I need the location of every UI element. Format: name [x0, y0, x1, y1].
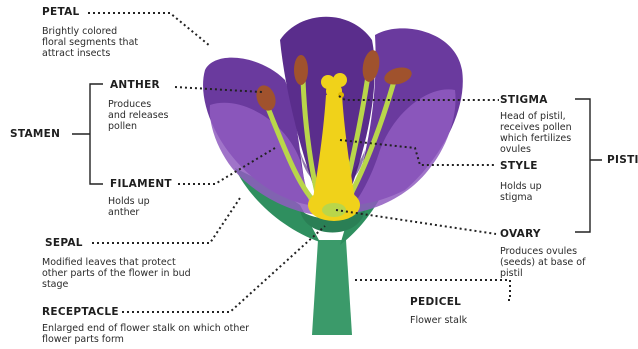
pistil-label: PISTI — [607, 154, 638, 166]
pedicel-stem — [312, 240, 352, 335]
anther-midleft — [294, 55, 308, 85]
receptacle-description: Enlarged end of flower stalk on which ot… — [42, 323, 302, 345]
pedicel-label: PEDICEL — [410, 296, 461, 308]
stamen-label: STAMEN — [10, 128, 60, 140]
pedicel-description: Flower stalk — [410, 315, 510, 326]
filament-label: FILAMENT — [110, 178, 172, 190]
anther-label: ANTHER — [110, 79, 160, 91]
ovary-label: OVARY — [500, 228, 541, 240]
receptacle-label: RECEPTACLE — [42, 306, 119, 318]
stigma-label: STIGMA — [500, 94, 548, 106]
sepal-label: SEPAL — [45, 237, 83, 249]
petal-label: PETAL — [42, 6, 80, 18]
stamen-bracket — [72, 84, 103, 184]
style-label: STYLE — [500, 160, 538, 172]
